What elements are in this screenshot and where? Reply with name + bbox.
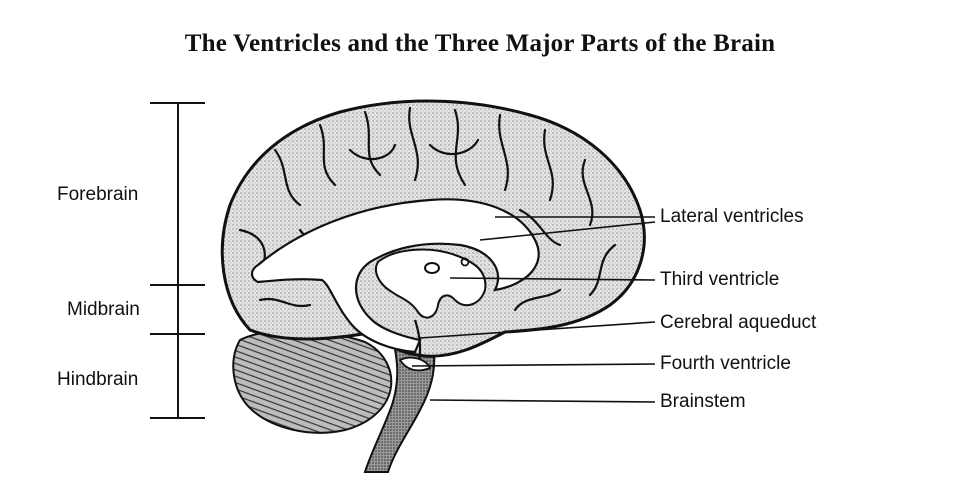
cerebral-aqueduct-label: Cerebral aqueduct	[660, 312, 817, 333]
diagram-title: The Ventricles and the Three Major Parts…	[184, 30, 776, 57]
forebrain-label: Forebrain	[57, 184, 139, 205]
hindbrain-label: Hindbrain	[57, 369, 139, 390]
brainstem-label: Brainstem	[660, 391, 746, 412]
foramen-dot	[460, 257, 470, 267]
fourth-ventricle-shape	[398, 356, 432, 372]
third-ventricle-shape	[374, 248, 487, 319]
massa-intermedia	[424, 262, 440, 274]
midbrain-label: Midbrain	[67, 299, 140, 320]
cerebellum-shape	[232, 329, 393, 434]
third-ventricle-label: Third ventricle	[660, 269, 780, 290]
brain-folds	[238, 106, 617, 312]
lateral-ventricles-shape	[250, 198, 540, 354]
fourth-ventricle-label: Fourth ventricle	[660, 353, 791, 374]
lateral-ventricles-label: Lateral ventricles	[660, 206, 804, 227]
leader-lines	[411, 216, 656, 403]
region-bracket	[150, 102, 205, 419]
